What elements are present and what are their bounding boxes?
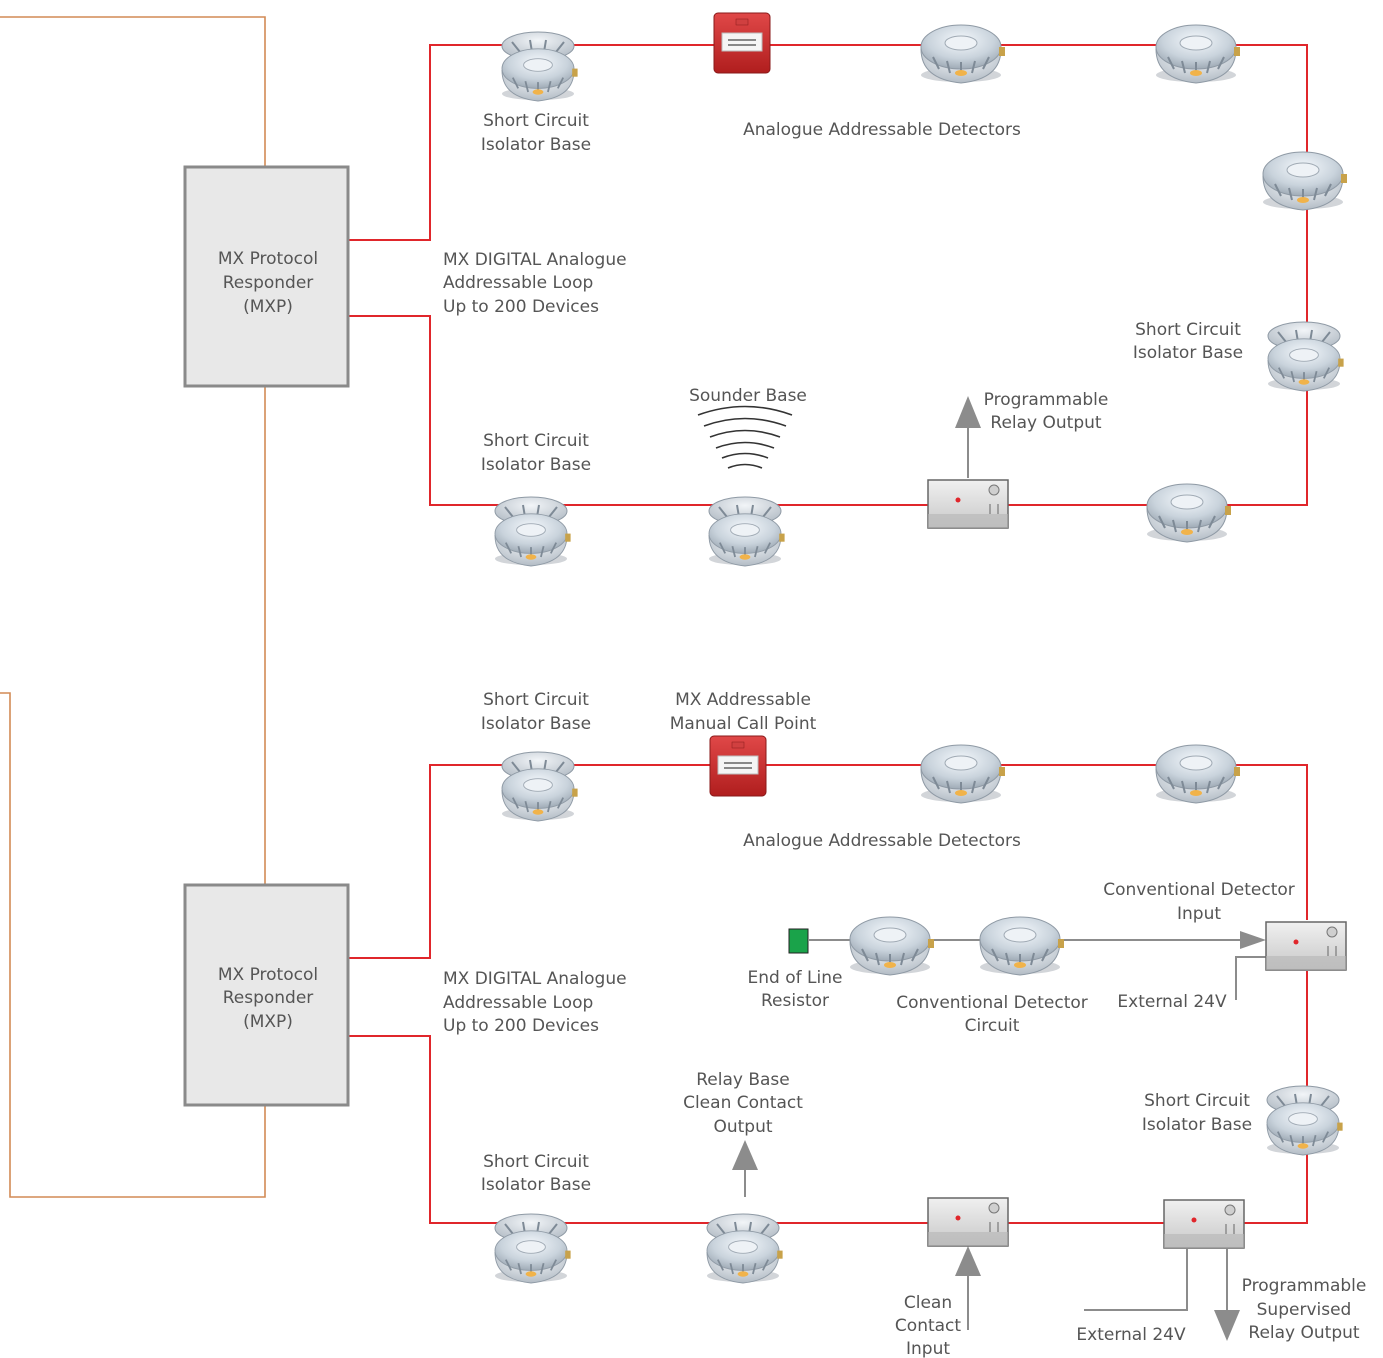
loop-description: MX DIGITAL Analogue — [443, 250, 627, 270]
isolator-label: Isolator Base — [481, 714, 591, 734]
loop-description: Addressable Loop — [443, 993, 593, 1013]
conventional-detector-icon[interactable] — [849, 916, 935, 976]
isolator-label: Short Circuit — [1135, 320, 1241, 340]
panel-label-line: MX Protocol — [218, 965, 318, 985]
isolator-base-icon[interactable] — [1268, 322, 1344, 391]
conventional-circuit-label: Conventional Detector — [896, 993, 1088, 1013]
conventional-circuit-label: Circuit — [965, 1016, 1020, 1036]
loop-2-wiring — [349, 764, 1308, 1341]
loop-1-wiring — [349, 44, 1308, 506]
manual-call-point-icon[interactable] — [713, 12, 771, 74]
loop-1-devices — [495, 12, 1348, 566]
isolator-label: Short Circuit — [483, 690, 589, 710]
smoke-detector-icon[interactable] — [920, 24, 1006, 84]
loop-description: Addressable Loop — [443, 273, 593, 293]
network-wiring — [0, 16, 266, 1198]
sounder-waves-icon — [697, 405, 793, 469]
loop-description: MX DIGITAL Analogue — [443, 969, 627, 989]
interface-module-icon[interactable] — [927, 1197, 1009, 1247]
loop-2-labels: Short Circuit Isolator Base MX Addressab… — [443, 690, 1366, 1358]
relay-base-icon[interactable] — [707, 1214, 783, 1283]
supervised-relay-output-arrow-icon — [1214, 1310, 1240, 1341]
isolator-label: Short Circuit — [483, 111, 589, 131]
loop-1-panel[interactable]: MX Protocol Responder (MXP) — [183, 165, 350, 388]
relay-output-arrow-icon — [955, 396, 981, 428]
loop-description: Up to 200 Devices — [443, 1016, 599, 1036]
relay-base-label: Relay Base — [696, 1070, 790, 1090]
panel-label-line: Responder — [223, 988, 314, 1008]
smoke-detector-icon[interactable] — [1155, 744, 1241, 804]
smoke-detector-icon[interactable] — [1146, 483, 1232, 543]
clean-contact-label: Contact — [895, 1316, 961, 1336]
interface-module-icon[interactable] — [927, 479, 1009, 529]
interface-module-icon[interactable] — [1265, 921, 1347, 971]
isolator-base-icon[interactable] — [502, 32, 578, 101]
isolator-base-icon[interactable] — [502, 752, 578, 821]
clean-contact-label: Clean — [904, 1293, 952, 1313]
external-24v-label: External 24V — [1076, 1325, 1186, 1345]
input-arrow-icon — [1240, 931, 1266, 949]
isolator-label: Isolator Base — [481, 455, 591, 475]
panel-label-line: Responder — [223, 273, 314, 293]
loop-1-labels: Short Circuit Isolator Base Analogue Add… — [443, 111, 1243, 475]
loop-2-panel[interactable]: MX Protocol Responder (MXP) — [183, 883, 350, 1107]
relay-output-label: Relay Output — [990, 413, 1101, 433]
external-24v-label: External 24V — [1117, 992, 1227, 1012]
panel-label-line: (MXP) — [243, 1012, 293, 1032]
relay-base-label: Clean Contact — [683, 1093, 803, 1113]
sounder-base-label: Sounder Base — [689, 386, 807, 406]
end-of-line-label: End of Line — [748, 968, 843, 988]
isolator-label: Isolator Base — [1142, 1115, 1252, 1135]
call-point-label: MX Addressable — [675, 690, 811, 710]
relay-base-output-arrow-icon — [732, 1140, 758, 1170]
isolator-label: Short Circuit — [483, 1152, 589, 1172]
clean-contact-input-arrow-icon — [955, 1246, 981, 1276]
detectors-label: Analogue Addressable Detectors — [743, 831, 1021, 851]
smoke-detector-icon[interactable] — [920, 744, 1006, 804]
isolator-label: Isolator Base — [1133, 343, 1243, 363]
conventional-detector-icon[interactable] — [979, 916, 1065, 976]
isolator-base-icon[interactable] — [495, 1214, 571, 1283]
smoke-detector-icon[interactable] — [1155, 24, 1241, 84]
conventional-input-label: Input — [1177, 904, 1221, 924]
call-point-label: Manual Call Point — [670, 714, 817, 734]
isolator-label: Short Circuit — [483, 431, 589, 451]
isolator-label: Short Circuit — [1144, 1091, 1250, 1111]
end-of-line-label: Resistor — [761, 991, 829, 1011]
isolator-label: Isolator Base — [481, 1175, 591, 1195]
relay-base-label: Output — [713, 1117, 772, 1137]
end-of-line-resistor-icon — [788, 928, 809, 954]
interface-module-icon[interactable] — [1163, 1199, 1245, 1249]
supervised-relay-label: Relay Output — [1248, 1323, 1359, 1343]
supervised-relay-label: Supervised — [1257, 1300, 1352, 1320]
isolator-base-icon[interactable] — [495, 497, 571, 566]
sounder-base-icon[interactable] — [709, 497, 785, 566]
clean-contact-label: Input — [906, 1339, 950, 1358]
conventional-input-label: Conventional Detector — [1103, 880, 1295, 900]
supervised-relay-label: Programmable — [1242, 1276, 1367, 1296]
detectors-label: Analogue Addressable Detectors — [743, 120, 1021, 140]
panel-label-line: (MXP) — [243, 297, 293, 317]
relay-output-label: Programmable — [984, 390, 1109, 410]
loop-description: Up to 200 Devices — [443, 297, 599, 317]
panel-label-line: MX Protocol — [218, 249, 318, 269]
smoke-detector-icon[interactable] — [1262, 151, 1348, 211]
loop-2-devices — [495, 735, 1347, 1283]
isolator-base-icon[interactable] — [1267, 1086, 1343, 1155]
isolator-label: Isolator Base — [481, 135, 591, 155]
manual-call-point-icon[interactable] — [709, 735, 767, 797]
